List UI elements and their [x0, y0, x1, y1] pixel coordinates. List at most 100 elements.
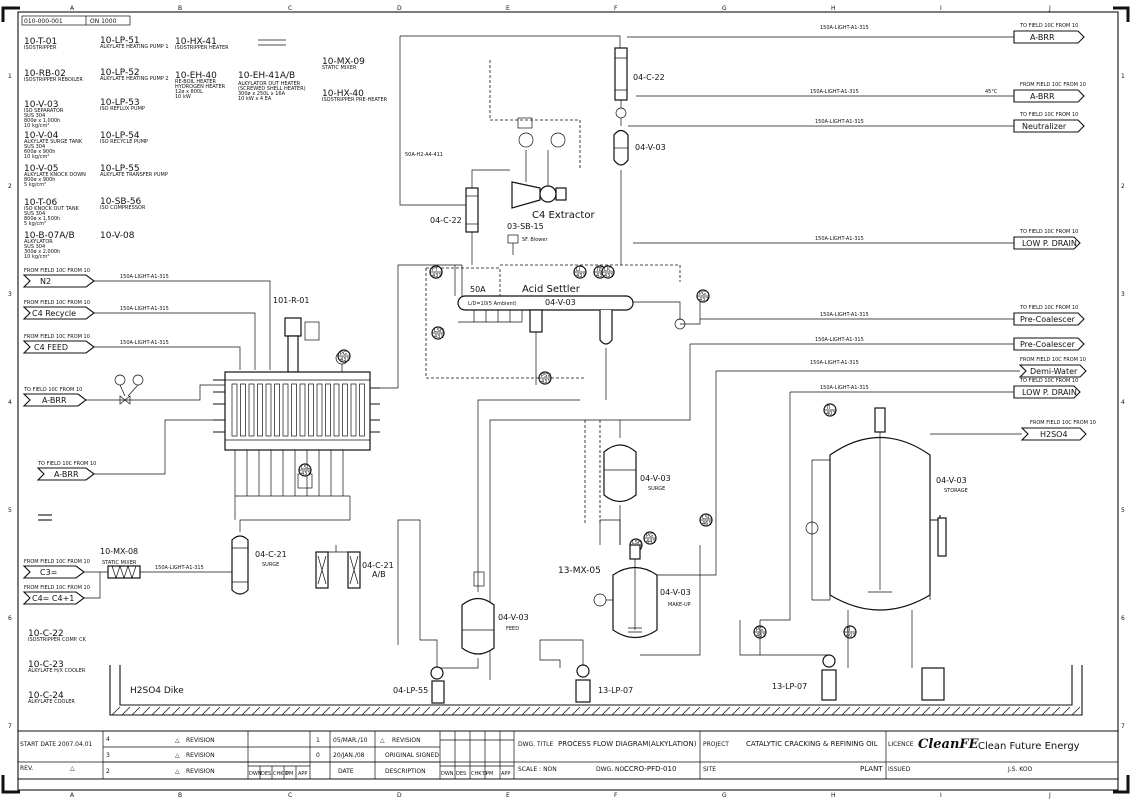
svg-text:20/JAN./08: 20/JAN./08 — [333, 752, 365, 759]
filter-04-c-21-ab[interactable]: 04-C-21 A/B — [315, 545, 394, 589]
hatch-line — [591, 706, 601, 716]
stream-arrow-c4-c4plus[interactable]: FROM FIELD 10C FROM 10 C4= C4+1 — [22, 585, 90, 605]
stream-arrow-a-brr-top[interactable]: TO FIELD 10C FROM 10 A-BRR — [1013, 23, 1085, 44]
equip-desc: ISOSTRIPPER COMP. CK — [28, 637, 87, 643]
equip-desc: ALKYLATE H/X COOLER — [28, 668, 86, 674]
hatch-line — [401, 706, 411, 716]
svg-text:13-LP-07: 13-LP-07 — [772, 682, 807, 691]
feed-drum-04-v-03[interactable]: 04-V-03 FEED — [440, 399, 580, 669]
hatch-line — [561, 706, 571, 716]
column-04-c-22-right[interactable]: 04-C-22 — [614, 47, 665, 119]
stream-arrow-n2[interactable]: FROM FIELD 10C FROM 10 N2 — [22, 268, 95, 288]
stream-arrow-demi-water[interactable]: FROM FIELD 10C FROM 10 Demi-Water — [1018, 357, 1087, 378]
stream-arrow-c4-recycle[interactable]: FROM FIELD 10C FROM 10 C4 Recycle — [22, 300, 95, 320]
reactor-tube — [333, 383, 340, 437]
stream-arrow-a-brr-1[interactable]: TO FIELD 10C FROM 10 A-BRR — [22, 387, 87, 407]
hatch-line — [531, 706, 541, 716]
c4-extractor[interactable]: C4 Extractor — [489, 60, 595, 221]
instrument-code: LSL — [702, 515, 711, 521]
svg-text:10 kg/cm²: 10 kg/cm² — [24, 123, 49, 129]
pump-13-lp-07-mid[interactable]: 13-LP-07 — [575, 664, 633, 703]
stream-label: LOW P. DRAIN — [1022, 239, 1077, 248]
reactor-tube — [248, 383, 255, 437]
filter-04-c-21-surge[interactable]: 04-C-21 SURGE — [231, 496, 351, 595]
stream-arrow-a-brr-2[interactable]: TO FIELD 10C FROM 10 A-BRR — [36, 461, 96, 481]
hatch-line — [341, 706, 351, 716]
svg-text:5 kg/cm²: 5 kg/cm² — [24, 221, 46, 227]
stream-arrow-a-brr-2[interactable]: FROM FIELD 10C FROM 10 A-BRR — [1013, 82, 1086, 103]
svg-text:150A-LIGHT-A1-315: 150A-LIGHT-A1-315 — [120, 306, 169, 312]
stream-label: A-BRR — [1030, 92, 1055, 101]
pump-13-lp-07-right[interactable]: 13-LP-07 — [772, 654, 945, 701]
blower-03-sb-15[interactable]: 03-SB-15 SF. Blower — [507, 222, 548, 255]
makeup-vessel-13-mx-05[interactable]: 13-MX-05 04-V-03 MAKE-UP — [558, 544, 691, 639]
stream-arrow-c3[interactable]: FROM FIELD 10C FROM 10 C3= — [22, 559, 90, 579]
stream-arrow-neutralizer[interactable]: TO FIELD 10C FROM 10 Neutralizer — [1013, 112, 1085, 133]
project: CATALYTIC CRACKING & REFINING OIL — [746, 740, 878, 748]
vessel-04-v-03-top[interactable]: 04-V-03 — [613, 118, 666, 265]
grid-row-label: 5 — [1121, 507, 1125, 514]
stream-arrow-low-p-drain-1[interactable]: TO FIELD 10C FROM 10 LOW P. DRAIN — [1013, 229, 1081, 250]
acid-settler-04-v-03[interactable]: 50A Acid Settler L/D=10(5 Ambient) 04-V-… — [425, 264, 701, 400]
equip-tag: 10-C-24 — [28, 691, 64, 701]
stream-label: A-BRR — [54, 470, 79, 479]
pump-04-lp-55[interactable]: 04-LP-55 — [393, 666, 445, 704]
hatch-line — [891, 706, 901, 716]
stream-arrow-c4-feed[interactable]: FROM FIELD 10C FROM 10 C4 FEED — [22, 334, 95, 354]
instrument-number: 461 — [756, 633, 766, 639]
instrument-code: PSV — [541, 373, 551, 379]
instrument-code: PG — [699, 291, 706, 297]
svg-text:DATE: DATE — [338, 768, 354, 775]
hatch-line — [951, 706, 961, 716]
equip-desc: ALKYLATE SURGE TANK — [24, 139, 83, 145]
reactor-101-r-01[interactable]: 101-R-01 — [213, 264, 462, 520]
hatch-line — [571, 706, 581, 716]
svg-text:CHK'D: CHK'D — [273, 771, 289, 777]
hatch-line — [381, 706, 391, 716]
grid-col-label: I — [940, 792, 942, 799]
svg-text:△: △ — [175, 737, 180, 744]
static-mixer-10-mx-08[interactable]: 10-MX-08 STATIC MIXER — [100, 547, 141, 580]
stream-arrow-h2so4[interactable]: FROM FIELD 10C FROM 10 H2SO4 — [1020, 420, 1096, 441]
storage-tank-04-v-03[interactable]: 04-V-03 STORAGE — [805, 407, 968, 668]
grid-col-label: H — [831, 792, 836, 799]
hatch-line — [421, 706, 431, 716]
stream-label: C3= — [40, 568, 57, 577]
hatch-line — [481, 706, 491, 716]
surge-drum-04-v-03[interactable]: 04-V-03 SURGE — [584, 420, 671, 545]
hatch-line — [1061, 706, 1071, 716]
instrument-number: 432 — [699, 297, 709, 303]
stream-arrow-pre-coalescer-1[interactable]: TO FIELD 10C FROM 10 Pre-Coalescer — [1013, 305, 1085, 326]
hatch-line — [541, 706, 551, 716]
svg-text:04-C-22: 04-C-22 — [633, 73, 665, 82]
hatch-line — [761, 706, 771, 716]
svg-text:50A-H2-A4-411: 50A-H2-A4-411 — [405, 152, 443, 158]
stream-arrow-pre-coalescer-2[interactable]: Pre-Coalescer — [1013, 337, 1085, 351]
equip-desc: ALKYLATOR — [24, 239, 53, 245]
svg-text:10 kg/cm²: 10 kg/cm² — [24, 154, 49, 160]
equip-desc: ISO REFLUX PUMP — [100, 106, 145, 112]
hatch-line — [131, 706, 141, 716]
dwg-no-label: DWG. NO. — [596, 766, 626, 773]
grid-col-label: C — [288, 792, 292, 799]
site: PLANT — [860, 765, 883, 773]
equip-tag: 10-LP-52 — [100, 68, 140, 78]
equip-tag: 10-B-07A/B — [24, 231, 75, 241]
svg-text:04-V-03: 04-V-03 — [936, 476, 967, 485]
svg-text:150A-LIGHT-A1-315: 150A-LIGHT-A1-315 — [120, 340, 169, 346]
hatch-line — [191, 706, 201, 716]
column-04-c-22-left[interactable]: 04-C-22 50A-H2-A4-411 — [399, 35, 621, 265]
stream-arrow-low-p-drain-2[interactable]: TO FIELD 10C FROM 10 LOW P. DRAIN — [1013, 378, 1081, 399]
